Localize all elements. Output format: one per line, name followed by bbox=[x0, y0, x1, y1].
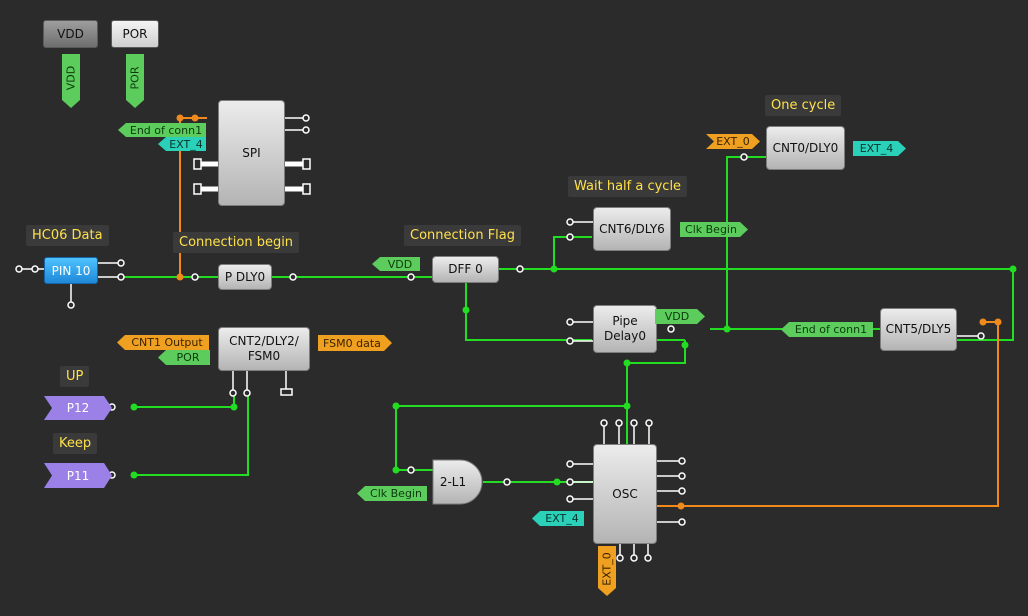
label-keep: Keep bbox=[53, 433, 98, 454]
tag-ext0-cnt0[interactable]: EXT_0 bbox=[706, 134, 760, 149]
junction-dots bbox=[130, 265, 1017, 486]
orange-junction-dots bbox=[176, 114, 1002, 510]
cnt2-line1: CNT2/DLY2/ bbox=[229, 334, 299, 348]
pin10-block[interactable]: PIN 10 bbox=[44, 257, 98, 284]
cnt6-dly6-block[interactable]: CNT6/DLY6 bbox=[593, 207, 671, 251]
tag-ext4-osc[interactable]: EXT_4 bbox=[532, 511, 584, 526]
tag-p11[interactable]: P11 bbox=[44, 463, 112, 488]
label-one-cycle: One cycle bbox=[765, 95, 842, 116]
tag-vdd-pipe[interactable]: VDD bbox=[655, 309, 705, 324]
cnt5-dly5-block[interactable]: CNT5/DLY5 bbox=[880, 308, 957, 351]
tag-clk-begin-gate[interactable]: Clk Begin bbox=[357, 486, 427, 501]
tag-end-of-conn1-spi[interactable]: End of conn1 bbox=[118, 123, 206, 137]
pipe-delay0-line2: Delay0 bbox=[603, 329, 647, 343]
vdd-header[interactable]: VDD bbox=[43, 20, 98, 48]
dff0-block[interactable]: DFF 0 bbox=[432, 256, 499, 283]
tag-end-of-conn1-cnt5[interactable]: End of conn1 bbox=[781, 322, 873, 337]
tag-ext4-cnt0[interactable]: EXT_4 bbox=[853, 141, 906, 156]
osc-block[interactable]: OSC bbox=[593, 444, 657, 544]
pdly0-block[interactable]: P DLY0 bbox=[218, 264, 272, 290]
spi-block[interactable]: SPI bbox=[218, 100, 285, 206]
cnt2-line2: FSM0 bbox=[247, 349, 281, 363]
tag-p12[interactable]: P12 bbox=[44, 396, 112, 420]
and-gate-2-l1[interactable]: 2-L1 bbox=[439, 475, 467, 489]
tag-fsm0-data[interactable]: FSM0 data bbox=[318, 335, 392, 351]
tag-vdd-dff[interactable]: VDD bbox=[372, 257, 420, 271]
tag-ext0-osc[interactable]: EXT_0 bbox=[598, 546, 616, 596]
vdd-vertical-tag[interactable]: VDD bbox=[62, 54, 80, 108]
tag-ext4-spi[interactable]: EXT_4 bbox=[158, 137, 206, 151]
label-connection-flag: Connection Flag bbox=[404, 225, 521, 246]
label-wait-half-cycle: Wait half a cycle bbox=[568, 176, 688, 197]
cnt0-dly0-block[interactable]: CNT0/DLY0 bbox=[766, 126, 845, 170]
pipe-delay0-line1: Pipe bbox=[612, 314, 638, 328]
pin-stubs bbox=[22, 117, 978, 555]
por-header[interactable]: POR bbox=[111, 20, 159, 48]
por-vertical-tag[interactable]: POR bbox=[126, 54, 144, 108]
tag-por-cnt2[interactable]: POR bbox=[158, 350, 210, 365]
label-up: UP bbox=[60, 366, 90, 387]
tag-clk-begin-cnt6[interactable]: Clk Begin bbox=[680, 222, 748, 237]
label-hc06-data: HC06 Data bbox=[26, 225, 109, 246]
label-connection-begin: Connection begin bbox=[173, 232, 300, 253]
pipe-delay0-block[interactable]: Pipe Delay0 bbox=[593, 305, 657, 353]
tag-cnt1-output[interactable]: CNT1 Output bbox=[117, 335, 209, 350]
cnt2-dly2-fsm0-block[interactable]: CNT2/DLY2/ FSM0 bbox=[218, 327, 310, 371]
spi-bus-stubs bbox=[201, 161, 303, 192]
and-gate-shape bbox=[432, 459, 483, 505]
